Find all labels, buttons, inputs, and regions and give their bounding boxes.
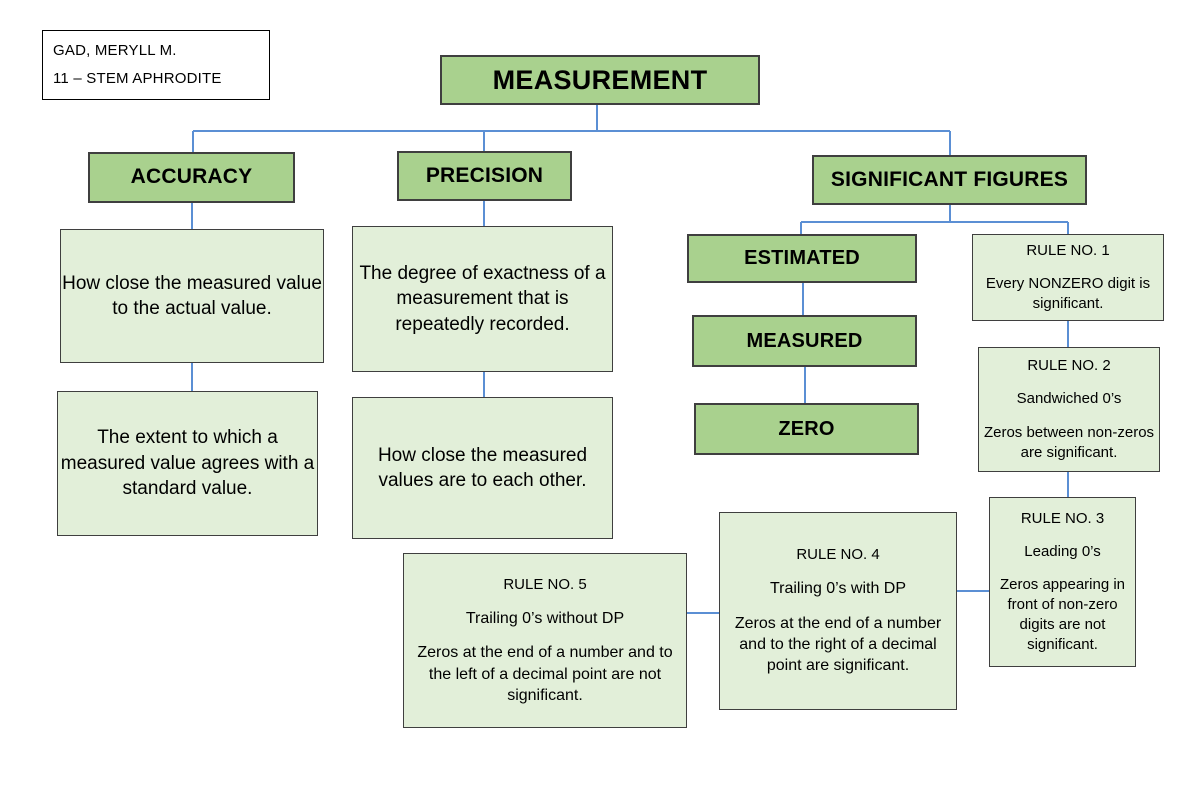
precision-description-2-text: How close the measured values are to eac…	[377, 444, 588, 491]
node-accuracy[interactable]: ACCURACY	[88, 152, 295, 203]
node-precision[interactable]: PRECISION	[397, 151, 572, 201]
rule-2-body: Zeros between non-zeros are significant.	[983, 423, 1155, 461]
node-precision-description-2[interactable]: How close the measured values are to eac…	[352, 397, 613, 539]
rule-4-body: Zeros at the end of a number and to the …	[734, 614, 942, 675]
node-measured[interactable]: MEASURED	[692, 315, 917, 367]
node-rule-5[interactable]: RULE NO. 5 Trailing 0’s without DP Zeros…	[403, 553, 687, 728]
rule-4-subtitle: Trailing 0’s with DP	[769, 580, 907, 598]
rule-2-subtitle: Sandwiched 0’s	[1016, 390, 1122, 408]
rule-3-subtitle: Leading 0’s	[1024, 542, 1101, 560]
node-rule-1[interactable]: RULE NO. 1 Every NONZERO digit is signif…	[972, 234, 1164, 321]
node-significant-figures-label: SIGNIFICANT FIGURES	[830, 167, 1069, 191]
node-estimated[interactable]: ESTIMATED	[687, 234, 917, 283]
node-zero[interactable]: ZERO	[694, 403, 919, 455]
rule-2-title: RULE NO. 2	[1027, 357, 1111, 375]
rule-1-title: RULE NO. 1	[1026, 241, 1110, 259]
node-accuracy-description-1[interactable]: How close the measured value to the actu…	[60, 229, 324, 363]
accuracy-description-1-text: How close the measured value to the actu…	[62, 272, 322, 319]
precision-description-1-text: The degree of exactness of a measurement…	[359, 262, 606, 335]
rule-1-body: Every NONZERO digit is significant.	[985, 274, 1151, 313]
author-section: 11 – STEM APHRODITE	[53, 70, 222, 87]
accuracy-description-2-text: The extent to which a measured value agr…	[60, 427, 315, 500]
node-measurement-label: MEASUREMENT	[492, 64, 708, 95]
node-rule-4[interactable]: RULE NO. 4 Trailing 0’s with DP Zeros at…	[719, 512, 957, 710]
rule-5-body: Zeros at the end of a number and to the …	[417, 644, 673, 704]
author-plate: GAD, MERYLL M. 11 – STEM APHRODITE	[42, 30, 270, 100]
node-estimated-label: ESTIMATED	[744, 247, 860, 270]
node-accuracy-description-2[interactable]: The extent to which a measured value agr…	[57, 391, 318, 536]
node-rule-3[interactable]: RULE NO. 3 Leading 0’s Zeros appearing i…	[989, 497, 1136, 667]
node-significant-figures[interactable]: SIGNIFICANT FIGURES	[812, 155, 1087, 205]
node-accuracy-label: ACCURACY	[130, 165, 253, 189]
rule-5-subtitle: Trailing 0’s without DP	[465, 609, 625, 627]
node-measured-label: MEASURED	[746, 329, 863, 352]
node-precision-label: PRECISION	[425, 163, 544, 187]
author-name: GAD, MERYLL M.	[53, 41, 177, 59]
node-zero-label: ZERO	[778, 417, 835, 440]
node-precision-description-1[interactable]: The degree of exactness of a measurement…	[352, 226, 613, 372]
rule-3-body: Zeros appearing in front of non-zero dig…	[999, 575, 1126, 654]
rule-3-title: RULE NO. 3	[1020, 509, 1105, 527]
node-rule-2[interactable]: RULE NO. 2 Sandwiched 0’s Zeros between …	[978, 347, 1160, 472]
rule-4-title: RULE NO. 4	[796, 546, 880, 564]
node-measurement[interactable]: MEASUREMENT	[440, 55, 760, 105]
rule-5-title: RULE NO. 5	[503, 575, 587, 593]
